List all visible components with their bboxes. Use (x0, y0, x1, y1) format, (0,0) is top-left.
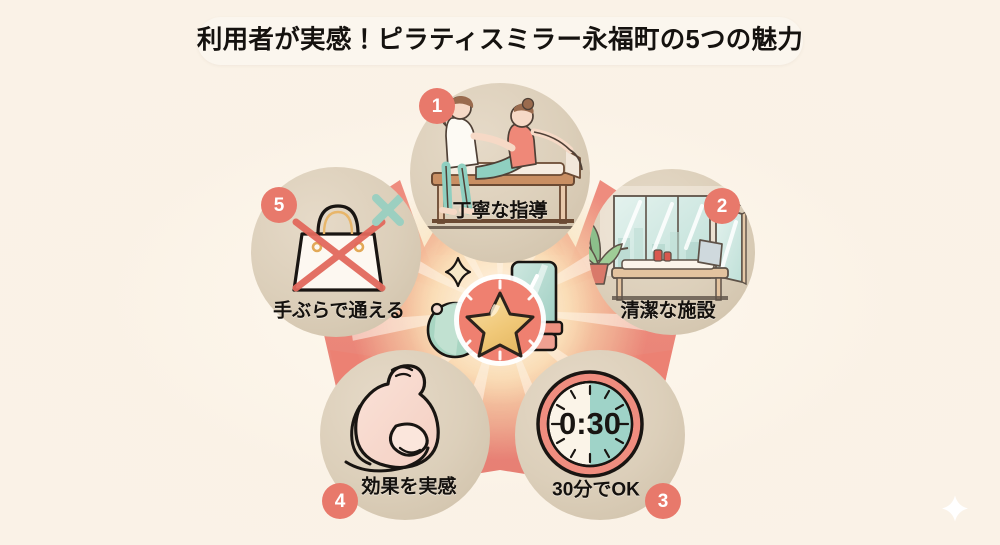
no-bag-icon (292, 194, 404, 292)
svg-text:0:30: 0:30 (559, 406, 621, 441)
node-circle-4[interactable] (320, 350, 490, 520)
node-label-1: 丁寧な指導 (452, 200, 548, 222)
corner-sparkle-icon (942, 495, 968, 527)
center-emblem (426, 256, 564, 366)
node-badge-1: 1 (419, 88, 455, 124)
node-label-3: 30分でOK (552, 479, 640, 501)
node-label-2: 清潔な施設 (620, 300, 716, 322)
reformer-instruction-icon (412, 95, 590, 229)
timer-icon: 0:30 (536, 370, 644, 478)
flexed-arm-icon (344, 364, 440, 473)
node-circle-3[interactable]: 0:30 (515, 350, 685, 520)
page-title-pill: 利用者が実感！ピラティスミラー永福町の5つの魅力 (197, 17, 803, 65)
star-badge (454, 274, 546, 366)
node-badge-2: 2 (704, 188, 740, 224)
node-circle-1[interactable] (410, 83, 592, 263)
node-badge-5: 5 (261, 187, 297, 223)
node-badge-4: 4 (322, 483, 358, 519)
sparkle-icon (444, 256, 472, 288)
node-badge-3: 3 (645, 483, 681, 519)
clean-studio-icon (589, 186, 747, 301)
node-label-5: 手ぶらで通える (273, 300, 405, 322)
node-label-4: 効果を実感 (361, 476, 457, 498)
page-title: 利用者が実感！ピラティスミラー永福町の5つの魅力 (196, 26, 804, 55)
